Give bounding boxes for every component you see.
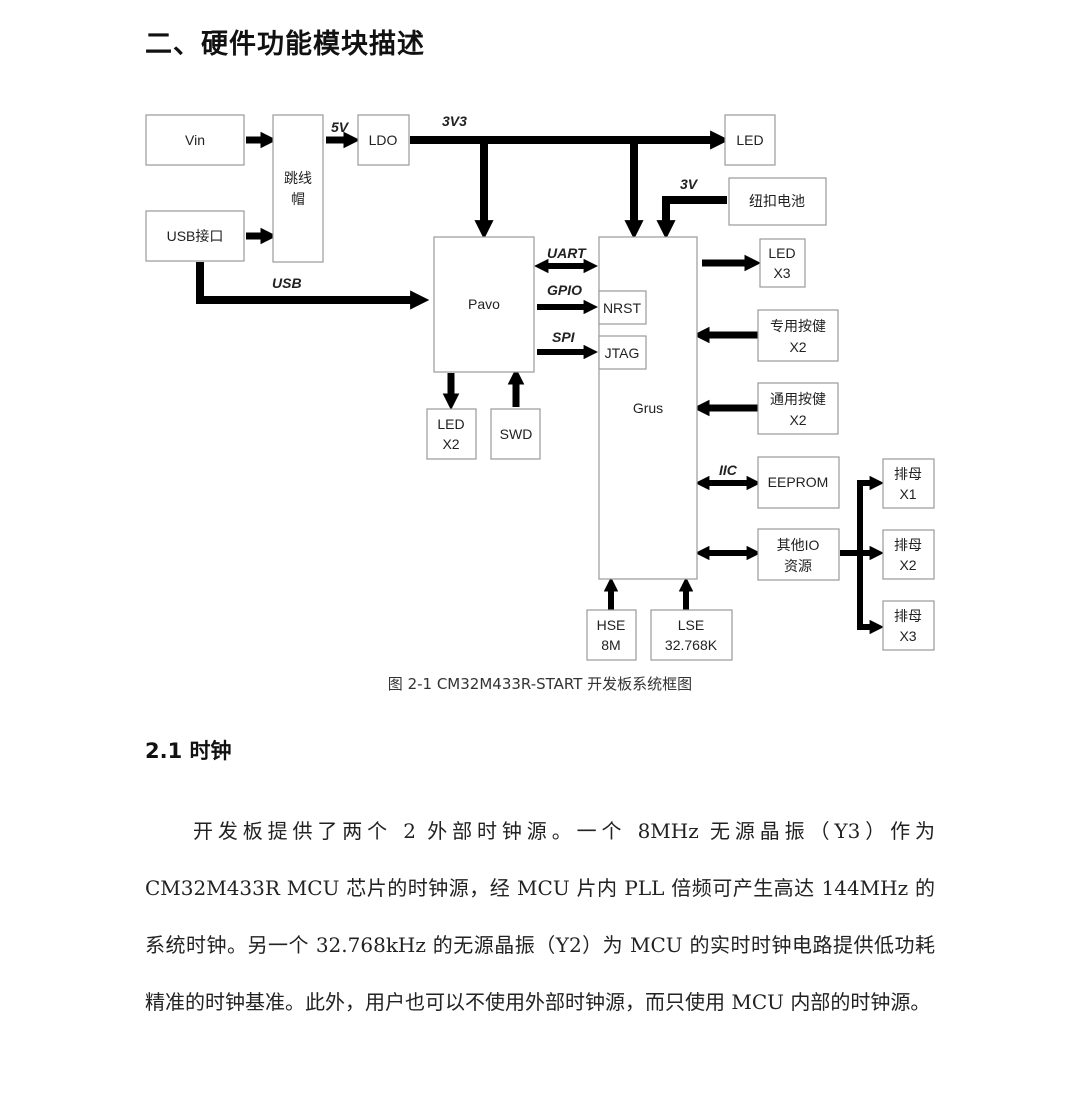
jumper-cap-block: 跳线 帽 — [272, 114, 324, 263]
svg-text:JTAG: JTAG — [605, 345, 640, 361]
svg-text:专用按健: 专用按健 — [770, 318, 826, 334]
label-5v: 5V — [331, 119, 350, 135]
svg-text:HSE: HSE — [597, 617, 626, 633]
led-pavo-block: LED X2 — [426, 408, 477, 460]
svg-text:X2: X2 — [789, 339, 806, 355]
svg-text:NRST: NRST — [603, 300, 642, 316]
svg-text:X1: X1 — [899, 486, 916, 502]
svg-text:X2: X2 — [442, 436, 459, 452]
label-iic: IIC — [719, 462, 738, 478]
ldo-block: LDO — [357, 114, 410, 166]
nrst-block: NRST — [598, 290, 647, 325]
hse-block: HSE 8M — [586, 609, 637, 661]
other-io-block: 其他IO 资源 — [757, 528, 840, 581]
svg-text:跳线: 跳线 — [284, 170, 312, 186]
svg-text:排母: 排母 — [894, 466, 922, 482]
svg-text:LDO: LDO — [369, 132, 398, 148]
svg-text:Vin: Vin — [185, 132, 205, 148]
usb-port-block: USB接口 — [145, 210, 245, 262]
label-usb: USB — [272, 275, 302, 291]
svg-text:32.768K: 32.768K — [665, 637, 718, 653]
svg-text:Grus: Grus — [633, 400, 663, 416]
svg-text:USB接口: USB接口 — [167, 228, 224, 244]
svg-text:X3: X3 — [773, 265, 790, 281]
svg-text:帽: 帽 — [291, 191, 305, 207]
jtag-block: JTAG — [598, 335, 647, 370]
header-x3-block: 排母 X3 — [882, 600, 935, 651]
svg-text:EEPROM: EEPROM — [768, 474, 829, 490]
pavo-block: Pavo — [433, 236, 535, 373]
arrow-battery-grus — [656, 196, 727, 240]
coin-battery-block: 纽扣电池 — [728, 177, 827, 226]
label-3v: 3V — [680, 176, 699, 192]
svg-text:LED: LED — [437, 416, 464, 432]
label-3v3: 3V3 — [442, 113, 467, 129]
subsection-heading: 2.1 时钟 — [145, 739, 232, 763]
svg-text:资源: 资源 — [784, 558, 812, 574]
body-paragraph: 开发板提供了两个 2 外部时钟源。一个 8MHz 无源晶振（Y3）作为 CM32… — [145, 819, 935, 1014]
svg-text:SWD: SWD — [500, 426, 533, 442]
header-x1-block: 排母 X1 — [882, 458, 935, 509]
vin-block: Vin — [145, 114, 245, 166]
section-heading: 二、硬件功能模块描述 — [145, 29, 425, 60]
svg-text:8M: 8M — [601, 637, 620, 653]
swd-block: SWD — [490, 408, 541, 460]
grus-block: Grus — [598, 236, 698, 580]
svg-text:其他IO: 其他IO — [777, 537, 820, 553]
eeprom-block: EEPROM — [757, 456, 840, 509]
svg-text:LSE: LSE — [678, 617, 704, 633]
header-x2-block: 排母 X2 — [882, 529, 935, 580]
led-power-block: LED — [724, 114, 776, 166]
svg-text:排母: 排母 — [894, 537, 922, 553]
connection-arrows — [196, 130, 884, 635]
svg-text:LED: LED — [736, 132, 763, 148]
svg-text:X2: X2 — [899, 557, 916, 573]
label-gpio: GPIO — [547, 282, 582, 298]
lse-block: LSE 32.768K — [650, 609, 733, 661]
svg-text:纽扣电池: 纽扣电池 — [749, 193, 805, 209]
signal-labels: 5V 3V3 3V USB UART GPIO SPI IIC — [272, 113, 738, 478]
svg-text:通用按健: 通用按健 — [770, 391, 826, 407]
general-keys-block: 通用按健 X2 — [757, 382, 839, 435]
dedicated-keys-block: 专用按健 X2 — [757, 309, 839, 362]
svg-text:排母: 排母 — [894, 608, 922, 624]
figure-caption: 图 2-1 CM32M433R-START 开发板系统框图 — [387, 675, 693, 693]
svg-text:LED: LED — [768, 245, 795, 261]
svg-text:X2: X2 — [789, 412, 806, 428]
svg-text:Pavo: Pavo — [468, 296, 500, 312]
svg-text:X3: X3 — [899, 628, 916, 644]
label-spi: SPI — [552, 329, 576, 345]
led-grus-block: LED X3 — [759, 238, 806, 288]
label-uart: UART — [547, 245, 587, 261]
system-block-diagram: Vin USB接口 跳线 帽 LDO LED 纽扣电池 Pavo — [145, 113, 935, 661]
arrow-usb-pavo — [196, 262, 430, 310]
